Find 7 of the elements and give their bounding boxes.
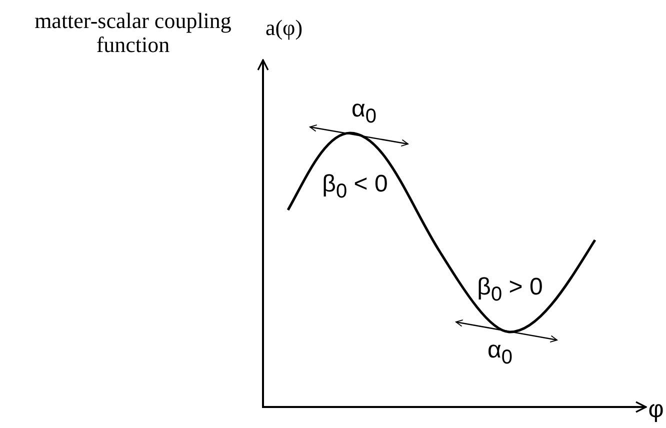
curvature-label: β$_{0}$ < 0 — [322, 172, 388, 202]
axis-title: matter-scalar coupling function — [34, 8, 232, 58]
axis-label: φ — [648, 396, 664, 424]
curvature-label: β$_{0}$ > 0 — [477, 274, 543, 306]
axis-label: a(φ) — [265, 16, 303, 40]
slope-label: α$_{0}$ — [488, 338, 512, 368]
slope-label: α$_{0}$ — [352, 96, 376, 128]
